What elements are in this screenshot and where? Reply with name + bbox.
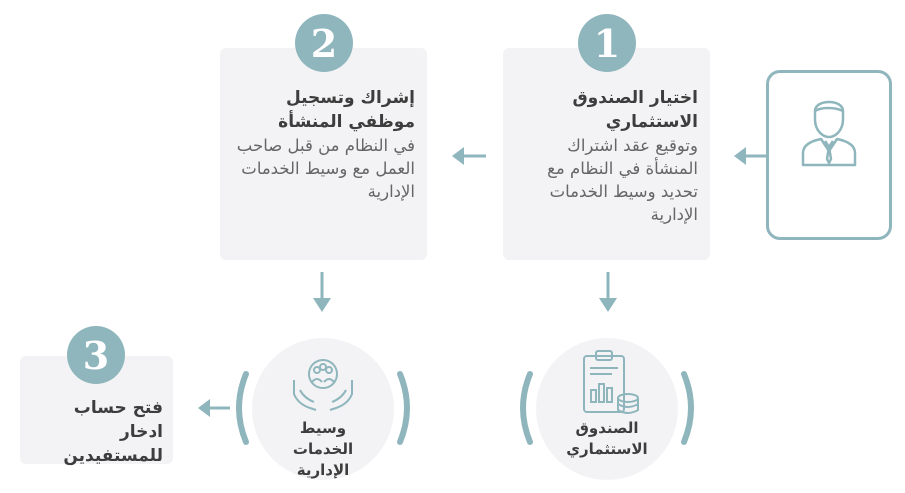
arrow-left-3: [198, 399, 230, 417]
step-1-card: اختيار الصندوق الاستثماري وتوقيع عقد اشت…: [503, 48, 710, 260]
step-1-description: وتوقيع عقد اشتراك المنشأة في النظام مع ت…: [547, 136, 698, 224]
broker-label: وسيط الخدمات الإدارية: [292, 419, 354, 479]
step-3-number: 3: [67, 326, 125, 384]
step-1-number: 1: [578, 14, 636, 72]
step-2-description: في النظام من قبل صاحب العمل مع وسيط الخد…: [236, 136, 415, 201]
step-2-card: إشراك وتسجيل موظفي المنشأة في النظام من …: [220, 48, 427, 260]
fund-bracket-right: [681, 371, 694, 445]
arrow-left-1: [734, 147, 768, 165]
fund-label: الصندوق الاستثماري: [566, 419, 648, 458]
broker-bracket-left: [236, 371, 249, 445]
step-2-number: 2: [295, 14, 353, 72]
hands-holding-group-icon: [293, 359, 353, 411]
fund-bracket-left: [520, 371, 533, 445]
broker-node: وسيط الخدمات الإدارية: [252, 338, 394, 480]
user-card: [766, 70, 892, 240]
broker-bracket-right: [397, 371, 410, 445]
user-avatar-icon: [801, 100, 857, 167]
arrow-down-fund: [599, 272, 617, 312]
arrow-down-broker: [313, 272, 331, 312]
step-2-title: إشراك وتسجيل موظفي المنشأة: [278, 88, 415, 132]
step-3-title: فتح حساب ادخار للمستفيدين: [63, 398, 163, 466]
step-1-title: اختيار الصندوق الاستثماري: [572, 88, 698, 132]
clipboard-chart-coins-icon: [583, 350, 639, 414]
arrow-left-2: [452, 147, 486, 165]
fund-node: الصندوق الاستثماري: [536, 338, 678, 480]
